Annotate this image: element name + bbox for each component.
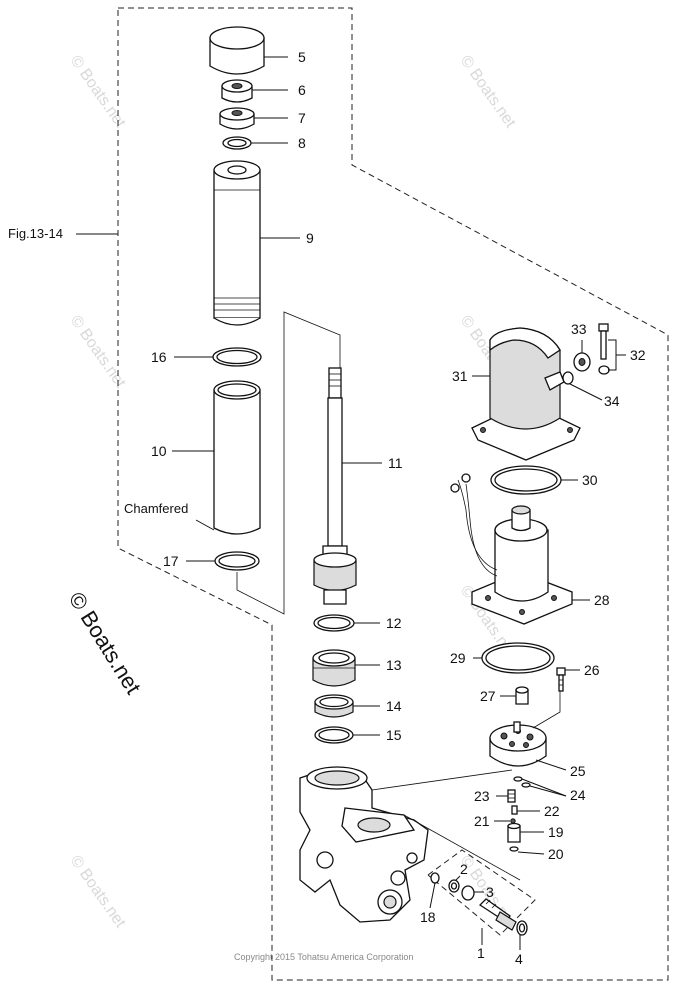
callout-13: 13 (386, 657, 402, 673)
part-23-spring (507, 789, 516, 803)
part-3-o-ring (461, 885, 475, 901)
link-line-17-11 (236, 311, 341, 615)
part-5-cap (209, 26, 265, 75)
group-outline-valve (427, 849, 536, 936)
callout-8: 8 (298, 135, 306, 151)
callout-4: 4 (515, 951, 523, 967)
annotation-chamfered: Chamfered (124, 501, 188, 516)
callout-27: 27 (480, 688, 496, 704)
part-18-plug (430, 872, 440, 884)
watermark-mid-left: © Boats.net (67, 313, 129, 392)
part-25-valve-block (489, 721, 547, 767)
callout-19: 19 (548, 824, 564, 840)
callout-34: 34 (604, 393, 620, 409)
part-15-o-ring (314, 726, 354, 744)
callout-5: 5 (298, 49, 306, 65)
callout-31: 31 (452, 368, 468, 384)
callout-33: 33 (571, 321, 587, 337)
leader-20 (517, 851, 545, 855)
callout-9: 9 (306, 230, 314, 246)
callout-10: 10 (151, 443, 167, 459)
part-4-o-ring (516, 920, 528, 936)
figure-reference: Fig.13-14 (8, 226, 63, 241)
part-16-o-ring (212, 347, 262, 367)
watermark-top-left: © Boats.net (67, 53, 129, 132)
part-11-piston-rod (313, 367, 357, 605)
part-6-nut (221, 79, 253, 103)
leader-chamfered (195, 519, 215, 531)
callout-24: 24 (570, 787, 586, 803)
part-20-o-ring (509, 846, 519, 852)
link-line-housing-25 (371, 769, 513, 791)
part-19-valve-seat (507, 822, 521, 843)
callout-14: 14 (386, 698, 402, 714)
part-21-ball (510, 818, 516, 824)
leader-24b (529, 785, 567, 797)
part-8-o-ring (222, 136, 252, 150)
part-main-housing (299, 766, 429, 923)
part-7-bushing (219, 107, 255, 130)
callout-23: 23 (474, 788, 490, 804)
part-31-motor-cover (471, 327, 581, 461)
part-14-ring (314, 694, 354, 718)
copyright-text: Copyright 2015 Tohatsu America Corporati… (234, 952, 413, 962)
callout-3: 3 (486, 884, 494, 900)
leader-34 (569, 383, 603, 401)
link-line-housing-valve (403, 814, 521, 881)
part-1-valve (478, 898, 517, 931)
callout-7: 7 (298, 110, 306, 126)
callout-2: 2 (460, 861, 468, 877)
link-line-25-26 (532, 688, 561, 729)
callout-30: 30 (582, 472, 598, 488)
leader-2 (455, 875, 461, 881)
callout-17: 17 (163, 553, 179, 569)
callout-21: 21 (474, 813, 490, 829)
part-33-grommet (573, 352, 591, 372)
part-10-sleeve (213, 380, 261, 535)
part-9-cylinder (213, 160, 261, 326)
callout-26: 26 (584, 662, 600, 678)
part-26-screw (556, 667, 566, 692)
part-13-piston (312, 649, 356, 687)
group-outline-upper (117, 7, 669, 981)
callout-16: 16 (151, 349, 167, 365)
part-17-o-ring (214, 551, 260, 571)
part-30-o-ring (490, 465, 562, 495)
part-2-o-ring (448, 879, 460, 893)
part-32-bolt-washer (598, 323, 610, 375)
callout-29: 29 (450, 650, 466, 666)
callout-28: 28 (594, 592, 610, 608)
part-22-pin (511, 805, 518, 815)
watermark-top-right: © Boats.net (457, 53, 519, 132)
callout-18: 18 (420, 909, 436, 925)
callout-20: 20 (548, 846, 564, 862)
callout-6: 6 (298, 82, 306, 98)
leader-25 (535, 759, 567, 771)
watermark-bottom-left: © Boats.net (67, 853, 129, 932)
watermark-main: © Boats.net (64, 587, 146, 698)
callout-11: 11 (388, 455, 403, 471)
part-27-filter (515, 686, 529, 705)
part-29-o-ring (481, 642, 555, 674)
leader-32 (608, 339, 617, 371)
callout-22: 22 (544, 803, 560, 819)
leader-18 (429, 882, 436, 909)
watermark-layer: © Boats.net © Boats.net © Boats.net © Bo… (64, 53, 519, 932)
callout-12: 12 (386, 615, 402, 631)
callout-32: 32 (630, 347, 646, 363)
callout-25: 25 (570, 763, 586, 779)
callout-1: 1 (477, 945, 485, 961)
leader-24 (521, 778, 567, 797)
part-12-o-ring (313, 614, 355, 632)
callout-labels: 1 2 3 4 5 6 7 8 9 10 11 12 13 14 15 16 1… (151, 49, 646, 967)
part-28-motor (450, 473, 573, 625)
callout-15: 15 (386, 727, 402, 743)
part-34-o-ring (562, 371, 574, 385)
part-24-o-rings (513, 776, 531, 788)
